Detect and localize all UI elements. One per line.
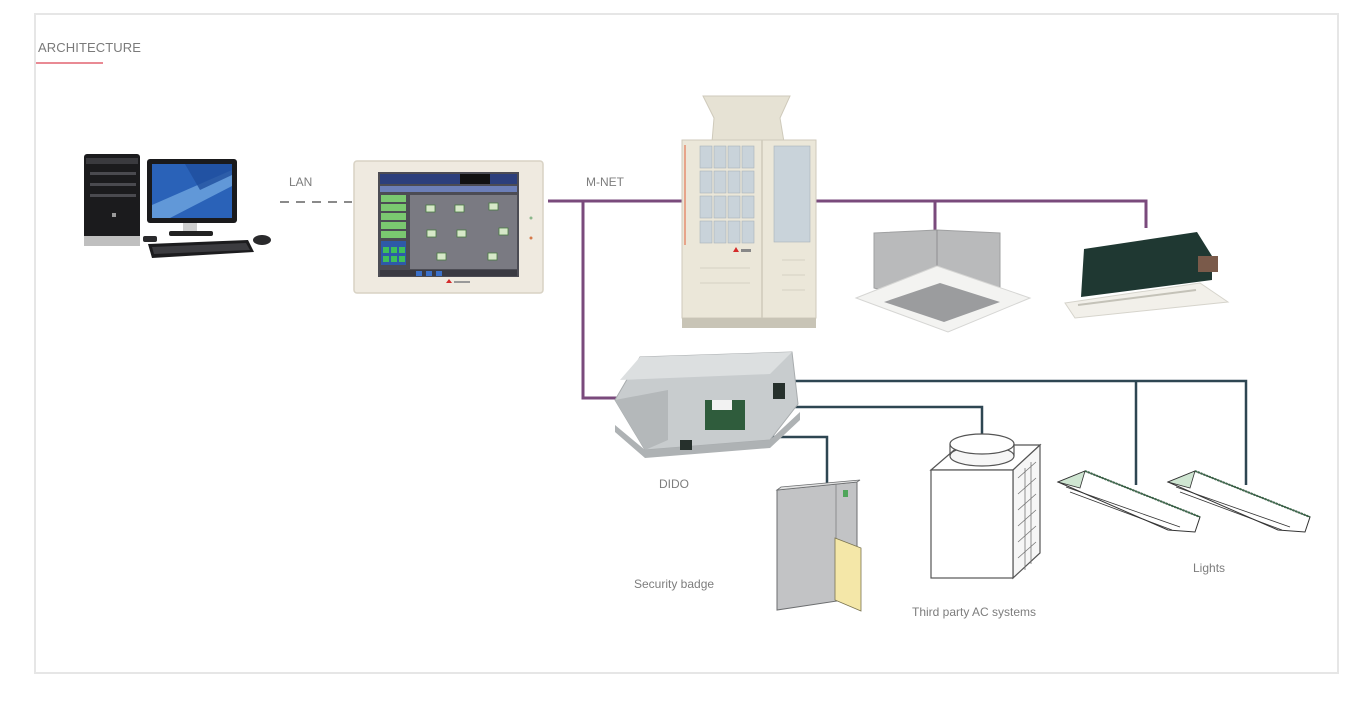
diagram-frame bbox=[34, 13, 1339, 674]
security-badge-icon bbox=[775, 479, 862, 612]
dido-label: DIDO bbox=[659, 477, 689, 491]
lan-label: LAN bbox=[289, 175, 313, 189]
lights-label: Lights bbox=[1193, 561, 1226, 575]
outdoor-unit-icon bbox=[681, 95, 817, 328]
third-party-ac-label: Third party AC systems bbox=[912, 605, 1037, 619]
dido-icon bbox=[614, 351, 800, 458]
light-fixture-icon bbox=[1166, 470, 1311, 533]
third-party-ac-icon bbox=[929, 433, 1042, 580]
title-underline bbox=[36, 62, 103, 64]
mnet-label: M-NET bbox=[586, 175, 624, 189]
pc-icon bbox=[84, 154, 271, 258]
mnet-connection bbox=[548, 199, 1148, 400]
controller-icon bbox=[353, 160, 544, 294]
light-fixture-icon bbox=[1056, 470, 1201, 533]
cassette-unit-icon bbox=[854, 229, 1032, 333]
section-title: ARCHITECTURE bbox=[38, 40, 142, 55]
dido-connections bbox=[745, 379, 1248, 485]
ducted-unit-icon bbox=[1064, 232, 1230, 319]
security-badge-label: Security badge bbox=[634, 577, 715, 591]
